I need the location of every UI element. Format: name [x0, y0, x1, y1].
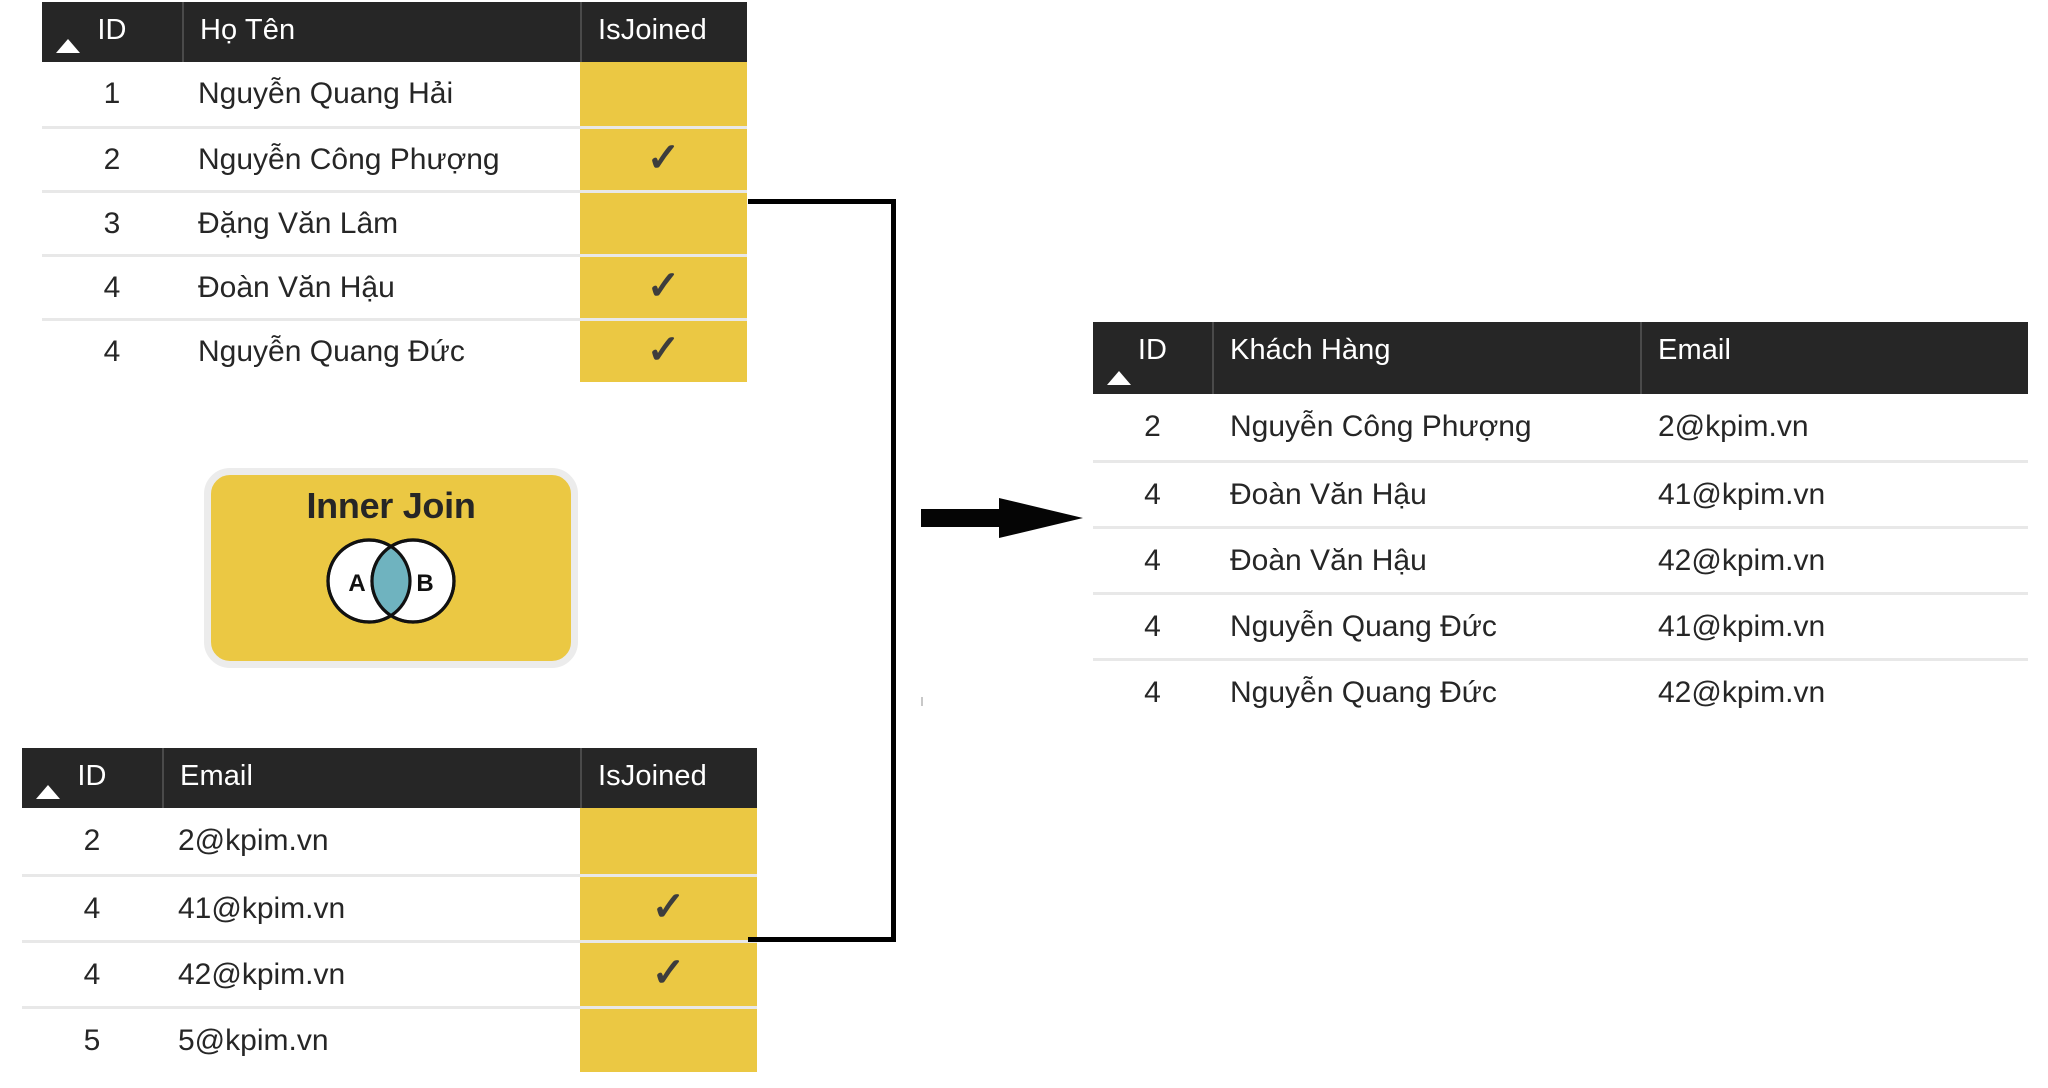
cell-name: Nguyễn Quang Hải — [198, 77, 454, 110]
column-header-isjoined-label: IsJoined — [598, 760, 707, 792]
cell-id: 4 — [103, 334, 121, 368]
connector-line-top — [748, 199, 896, 204]
cell-email: 41@kpim.vn — [1658, 609, 1826, 643]
cell-id: 4 — [1144, 675, 1161, 709]
cell-email: 42@kpim.vn — [1658, 543, 1826, 577]
stray-tick-mark — [921, 697, 923, 706]
cell-isjoined — [580, 1009, 757, 1072]
inner-join-title: Inner Join — [306, 485, 476, 526]
column-header-email[interactable]: Email — [162, 748, 580, 808]
column-header-email[interactable]: Email — [1640, 322, 2028, 394]
cell-email: 41@kpim.vn — [1658, 477, 1826, 511]
cell-isjoined: ✓ — [580, 129, 747, 190]
cell-email: 42@kpim.vn — [178, 957, 346, 991]
table-row[interactable]: 2 2@kpim.vn — [22, 808, 757, 874]
cell-customer: Nguyễn Quang Đức — [1230, 675, 1497, 709]
sort-ascending-icon[interactable] — [1107, 371, 1131, 385]
check-icon: ✓ — [651, 950, 686, 995]
cell-id: 4 — [1144, 609, 1161, 643]
cell-customer: Nguyễn Quang Đức — [1230, 609, 1497, 643]
check-icon: ✓ — [651, 884, 686, 929]
column-header-id-label: ID — [77, 760, 107, 792]
connector-line-bottom — [748, 937, 896, 942]
table-row[interactable]: 2 Nguyễn Công Phượng 2@kpim.vn — [1093, 394, 2028, 460]
cell-isjoined: ✓ — [580, 877, 757, 940]
table-emails: ID Email IsJoined 2 2@kpim.vn 4 41@kpim.… — [22, 748, 757, 1072]
table-row[interactable]: 4 Đoàn Văn Hậu 41@kpim.vn — [1093, 460, 2028, 526]
cell-id: 4 — [83, 891, 101, 925]
column-header-email-label: Email — [1658, 334, 1732, 366]
cell-id: 3 — [103, 206, 121, 240]
table-row[interactable]: 4 Nguyễn Quang Đức 41@kpim.vn — [1093, 592, 2028, 658]
table-result-header: ID Khách Hàng Email — [1093, 322, 2028, 394]
cell-customer: Nguyễn Công Phượng — [1230, 410, 1532, 443]
cell-id: 2 — [1144, 410, 1161, 443]
column-header-id-label: ID — [1137, 334, 1168, 366]
venn-label-a: A — [348, 570, 365, 597]
table-row[interactable]: 1 Nguyễn Quang Hải — [42, 62, 747, 126]
cell-id: 5 — [83, 1023, 101, 1057]
column-header-isjoined-label: IsJoined — [598, 14, 707, 46]
flow-arrow-icon — [921, 496, 1083, 540]
cell-isjoined — [580, 62, 747, 126]
check-icon: ✓ — [646, 327, 681, 372]
column-header-customer[interactable]: Khách Hàng — [1212, 322, 1640, 394]
table-row[interactable]: 2 Nguyễn Công Phượng ✓ — [42, 126, 747, 190]
cell-id: 2 — [103, 142, 121, 176]
cell-id: 4 — [1144, 477, 1161, 511]
table-row[interactable]: 3 Đặng Văn Lâm — [42, 190, 747, 254]
cell-email: 2@kpim.vn — [1658, 410, 1809, 443]
cell-id: 4 — [103, 270, 121, 304]
column-header-isjoined[interactable]: IsJoined — [580, 2, 747, 62]
column-header-id[interactable]: ID — [22, 748, 162, 808]
column-header-id[interactable]: ID — [1093, 322, 1212, 394]
cell-id: 4 — [83, 957, 101, 991]
table-row[interactable]: 4 Đoàn Văn Hậu ✓ — [42, 254, 747, 318]
cell-email: 2@kpim.vn — [178, 824, 329, 857]
cell-email: 5@kpim.vn — [178, 1023, 329, 1057]
cell-isjoined: ✓ — [580, 321, 747, 382]
cell-customer: Đoàn Văn Hậu — [1230, 477, 1427, 511]
sort-ascending-icon[interactable] — [56, 39, 80, 53]
cell-id: 2 — [83, 824, 101, 857]
table-result: ID Khách Hàng Email 2 Nguyễn Công Phượng… — [1093, 322, 2028, 724]
inner-join-badge: Inner Join A B — [204, 468, 578, 668]
cell-customer: Đoàn Văn Hậu — [1230, 543, 1427, 577]
cell-name: Nguyễn Công Phượng — [198, 142, 500, 176]
column-header-name-label: Họ Tên — [200, 14, 296, 46]
table-row[interactable]: 5 5@kpim.vn — [22, 1006, 757, 1072]
table-persons-header: ID Họ Tên IsJoined — [42, 2, 747, 62]
connector-line-vertical — [891, 199, 896, 942]
cell-id: 1 — [103, 77, 121, 110]
table-emails-header: ID Email IsJoined — [22, 748, 757, 808]
check-icon: ✓ — [646, 263, 681, 308]
cell-name: Đặng Văn Lâm — [198, 206, 399, 240]
cell-email: 41@kpim.vn — [178, 891, 346, 925]
column-header-customer-label: Khách Hàng — [1230, 334, 1391, 366]
column-header-isjoined[interactable]: IsJoined — [580, 748, 757, 808]
cell-isjoined: ✓ — [580, 257, 747, 318]
cell-name: Đoàn Văn Hậu — [198, 270, 395, 304]
table-row[interactable]: 4 Đoàn Văn Hậu 42@kpim.vn — [1093, 526, 2028, 592]
cell-id: 4 — [1144, 543, 1161, 577]
cell-isjoined: ✓ — [580, 943, 757, 1006]
table-row[interactable]: 4 Nguyễn Quang Đức ✓ — [42, 318, 747, 382]
venn-diagram-icon: A B — [291, 531, 491, 631]
table-row[interactable]: 4 41@kpim.vn ✓ — [22, 874, 757, 940]
column-header-email-label: Email — [180, 760, 254, 792]
cell-isjoined — [580, 808, 757, 874]
table-row[interactable]: 4 Nguyễn Quang Đức 42@kpim.vn — [1093, 658, 2028, 724]
table-row[interactable]: 4 42@kpim.vn ✓ — [22, 940, 757, 1006]
venn-label-b: B — [416, 570, 433, 597]
table-persons: ID Họ Tên IsJoined 1 Nguyễn Quang Hải 2 … — [42, 2, 747, 382]
column-header-id-label: ID — [97, 14, 127, 46]
sort-ascending-icon[interactable] — [36, 785, 60, 799]
cell-email: 42@kpim.vn — [1658, 675, 1826, 709]
cell-name: Nguyễn Quang Đức — [198, 334, 465, 368]
column-header-id[interactable]: ID — [42, 2, 182, 62]
check-icon: ✓ — [646, 135, 681, 180]
cell-isjoined — [580, 193, 747, 254]
column-header-name[interactable]: Họ Tên — [182, 2, 580, 62]
